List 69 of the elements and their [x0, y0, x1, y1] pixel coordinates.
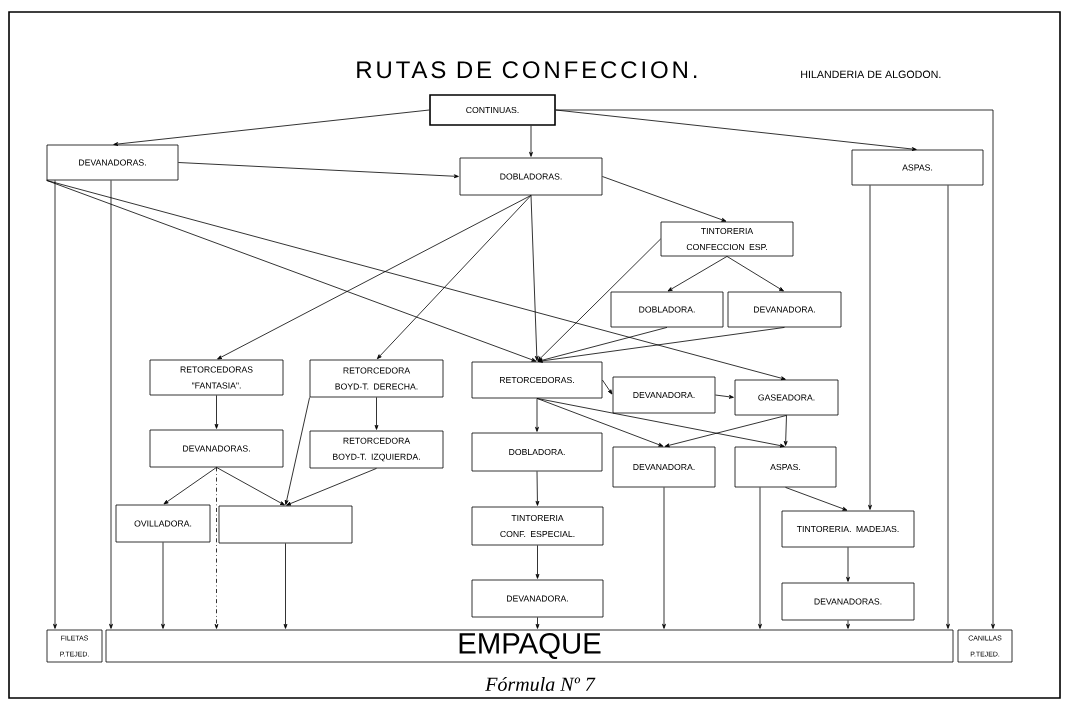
- arrow: [283, 543, 288, 629]
- arrow: [785, 487, 848, 511]
- arrow: [46, 180, 786, 381]
- arrow: [535, 471, 540, 506]
- arrow: [161, 542, 165, 629]
- process-box: DEVANADORAS.: [149, 429, 284, 468]
- arrow: [109, 180, 113, 629]
- process-box: ASPAS.: [851, 149, 984, 186]
- process-box: RETORCEDORA BOYD-T. IZQUIERDA.: [309, 430, 444, 469]
- arrow: [726, 256, 784, 292]
- process-box: TINTORERIA CONF. ESPECIAL.: [471, 506, 604, 546]
- arrow: [374, 397, 379, 430]
- process-box: [218, 505, 353, 544]
- caption: Fórmula Nº 7: [485, 676, 596, 692]
- arrow: [286, 468, 377, 506]
- arrow: [946, 185, 950, 629]
- process-box: DEVANADORAS.: [781, 582, 915, 621]
- arrow: [537, 327, 785, 363]
- arrow: [535, 545, 540, 579]
- arrow: [214, 395, 219, 429]
- process-box: DEVANADORA.: [471, 579, 604, 618]
- process-box: RETORCEDORAS.: [471, 361, 603, 399]
- arrow: [535, 398, 539, 432]
- arrow: [536, 398, 664, 447]
- process-box: GASEADORA.: [734, 379, 839, 416]
- arrow: [214, 467, 219, 629]
- arrow: [535, 617, 540, 629]
- process-box: DEVANADORAS.: [46, 144, 179, 181]
- process-box: TINTORERIA. MADEJAS.: [781, 510, 915, 548]
- arrow: [664, 415, 787, 448]
- arrow: [113, 109, 430, 146]
- arrow: [602, 379, 613, 395]
- arrow: [758, 487, 762, 629]
- arrow: [178, 162, 459, 179]
- process-box: DEVANADORA.: [727, 291, 842, 328]
- title: RUTAS DE CONFECCION.: [357, 61, 697, 79]
- arrow: [667, 256, 728, 292]
- arrow: [216, 467, 285, 506]
- arrow: [537, 238, 661, 362]
- process-box: RETORCEDORAS "FANTASIA".: [149, 359, 284, 396]
- process-box: DEVANADORA.: [612, 376, 716, 414]
- process-box: DOBLADORA.: [471, 432, 603, 472]
- arrow: [529, 125, 533, 157]
- arrow: [530, 195, 539, 361]
- process-box: DEVANADORA.: [612, 446, 716, 488]
- arrow: [846, 547, 850, 582]
- process-box: DOBLADORA.: [610, 291, 724, 328]
- arrow: [376, 195, 532, 360]
- process-box: RETORCEDORA BOYD-T. DERECHA.: [309, 359, 444, 398]
- subtitle: HILANDERIA DE ALGODON.: [801, 70, 941, 79]
- arrow: [602, 176, 727, 222]
- arrow: [536, 398, 785, 448]
- process-box: DOBLADORAS.: [459, 157, 603, 196]
- packing-band: EMPAQUE: [105, 629, 954, 663]
- arrow: [53, 180, 57, 629]
- arrow: [846, 620, 850, 629]
- process-box: CONTINUAS.: [429, 94, 556, 126]
- arrow: [783, 415, 788, 446]
- arrow: [715, 394, 734, 399]
- process-box: TINTORERIA CONFECCION ESP.: [660, 221, 794, 257]
- process-box: OVILLADORA.: [115, 504, 211, 543]
- process-box: ASPAS.: [734, 446, 837, 488]
- arrow: [555, 109, 995, 629]
- arrow: [284, 397, 310, 505]
- arrow: [662, 487, 666, 629]
- arrow: [868, 185, 872, 510]
- arrow: [217, 195, 532, 360]
- arrow: [537, 327, 668, 363]
- arrow: [163, 467, 217, 505]
